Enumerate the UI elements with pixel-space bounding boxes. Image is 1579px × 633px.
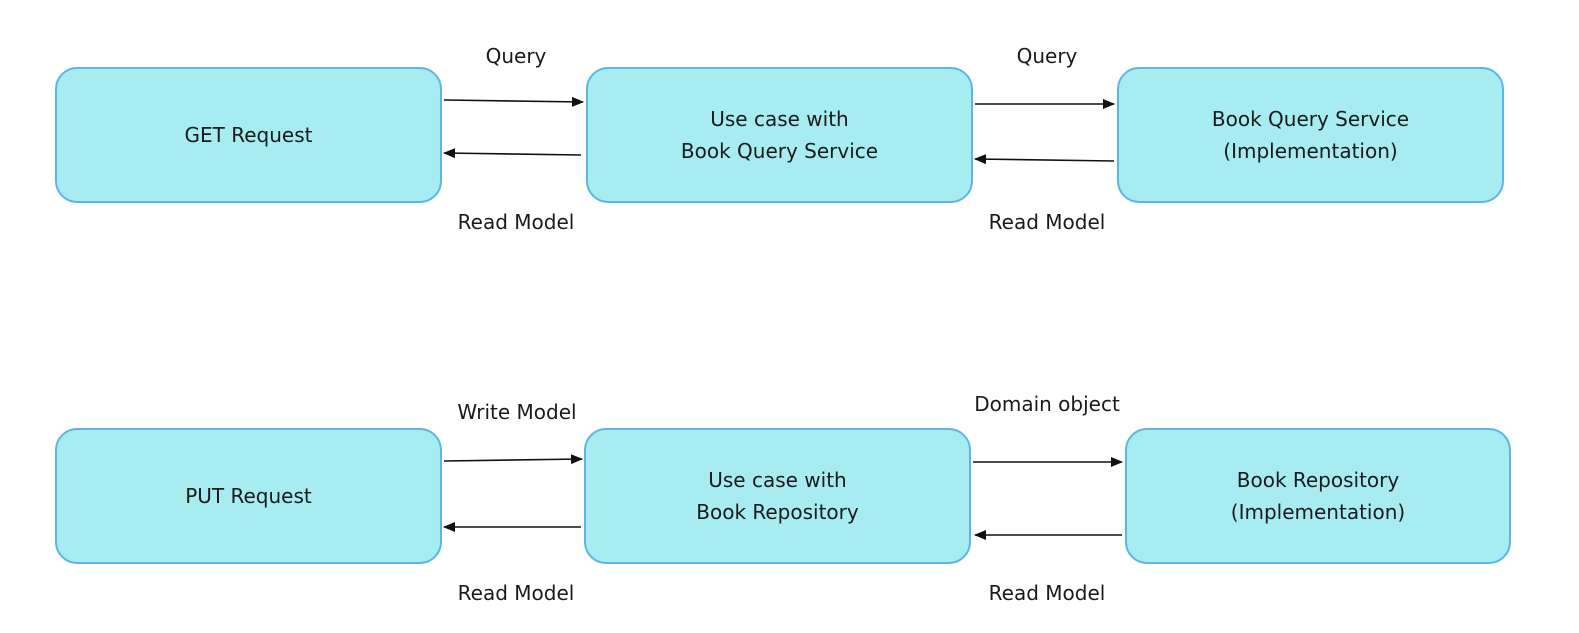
edge-label-query: Query (1016, 44, 1078, 68)
box-label-line: (Implementation) (1223, 139, 1398, 163)
box-label-line: Book Repository (1236, 468, 1400, 492)
box-label: Book Query Service (Implementation) (1212, 103, 1409, 167)
box-label-line: Use case with (708, 468, 847, 492)
edge-label-read-model: Read Model (988, 210, 1106, 234)
edge-label-query: Query (485, 44, 547, 68)
box-label: Use case with Book Query Service (681, 103, 878, 167)
box-label-line: Book Query Service (1211, 107, 1410, 131)
edge-label-write-model: Write Model (457, 400, 577, 424)
box-label: GET Request (185, 119, 313, 151)
edge-label-read-model: Read Model (457, 581, 575, 605)
arrow-get-to-usecase (443, 96, 584, 107)
box-label-line: Book Query Service (680, 139, 879, 163)
box-label: Use case with Book Repository (696, 464, 858, 528)
edge-label-domain-object: Domain object (974, 392, 1120, 416)
edge-label-read-model: Read Model (988, 581, 1106, 605)
box-label-line: GET Request (184, 123, 313, 147)
use-case-query-service-box: Use case with Book Query Service (586, 67, 973, 203)
arrow-put-to-usecase (443, 454, 583, 465)
book-repository-impl-box: Book Repository (Implementation) (1125, 428, 1511, 564)
box-label-line: PUT Request (185, 484, 312, 508)
use-case-repository-box: Use case with Book Repository (584, 428, 971, 564)
get-request-box: GET Request (55, 67, 442, 203)
box-label: Book Repository (Implementation) (1231, 464, 1405, 528)
book-query-service-impl-box: Book Query Service (Implementation) (1117, 67, 1504, 203)
edge-label-read-model: Read Model (457, 210, 575, 234)
put-request-box: PUT Request (55, 428, 442, 564)
box-label-line: Book Repository (696, 500, 859, 524)
box-label-line: Use case with (710, 107, 849, 131)
arrow-usecase-to-get (443, 148, 582, 159)
box-label-line: (Implementation) (1230, 500, 1406, 524)
box-label: PUT Request (185, 480, 312, 512)
arrow-queryservice-to-usecase (974, 154, 1115, 165)
